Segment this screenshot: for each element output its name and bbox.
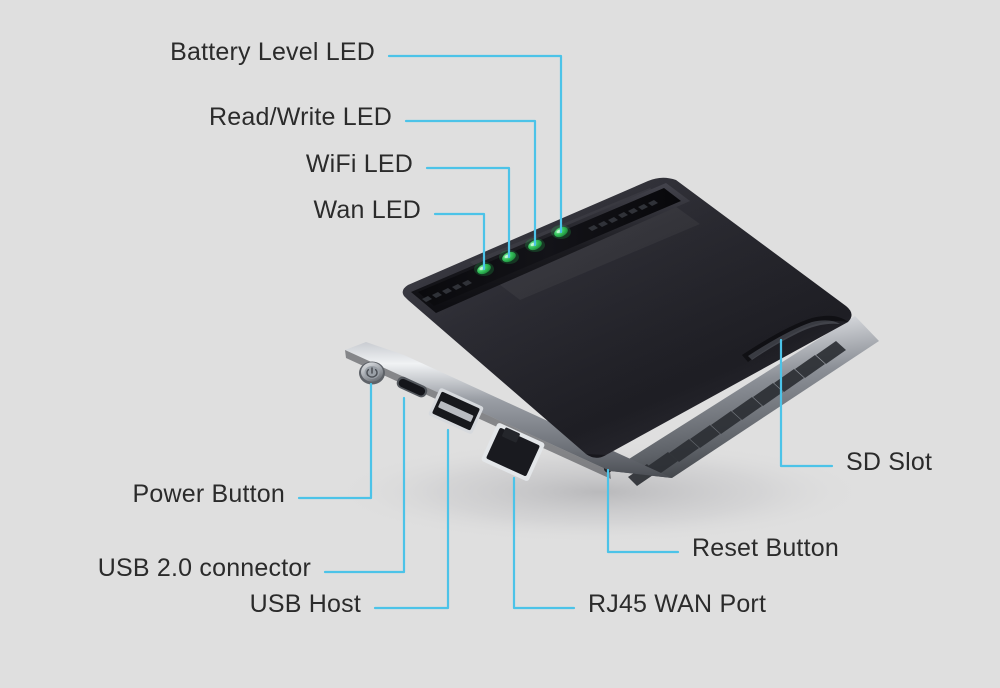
leader-line-wifi-led — [425, 166, 511, 259]
leader-line-wan-led — [433, 212, 486, 271]
callout-label-read-write-led: Read/Write LED — [209, 102, 392, 131]
callout-label-wifi-led: WiFi LED — [305, 149, 413, 178]
micro-usb-port[interactable] — [395, 375, 429, 399]
rj45-port[interactable] — [481, 422, 546, 482]
device-shadow — [330, 440, 870, 544]
device-right-side-panel — [610, 316, 879, 478]
usb-host-port[interactable] — [428, 387, 484, 434]
leader-line-usb-2-connector — [323, 396, 406, 574]
leader-line-read-write-led — [404, 119, 537, 247]
callout-label-rj45-wan-port: RJ45 WAN Port — [588, 589, 767, 618]
leader-line-sd-slot — [779, 338, 834, 468]
sd-card-slot-rim — [748, 320, 840, 360]
leader-line-rj45-wan-port — [512, 476, 576, 610]
callout-label-usb-2-connector: USB 2.0 connector — [97, 553, 311, 582]
vent-texture-front — [422, 200, 658, 302]
callout-label-sd-slot: SD Slot — [846, 447, 933, 476]
leader-line-battery-level-led — [387, 54, 563, 234]
callout-label-battery-level-led: Battery Level LED — [170, 37, 375, 66]
power-button-port[interactable] — [359, 361, 385, 385]
callout-label-usb-host: USB Host — [249, 589, 361, 618]
leader-line-usb-host — [373, 428, 450, 610]
callout-label-power-button: Power Button — [132, 479, 285, 508]
led-vent-strip — [418, 188, 681, 306]
leader-line-reset-button — [606, 468, 680, 554]
callout-label-reset-button: Reset Button — [692, 533, 839, 562]
sd-card-slot[interactable] — [742, 315, 848, 362]
leader-line-power-button — [297, 382, 373, 500]
callout-label-wan-led: Wan LED — [313, 195, 421, 224]
